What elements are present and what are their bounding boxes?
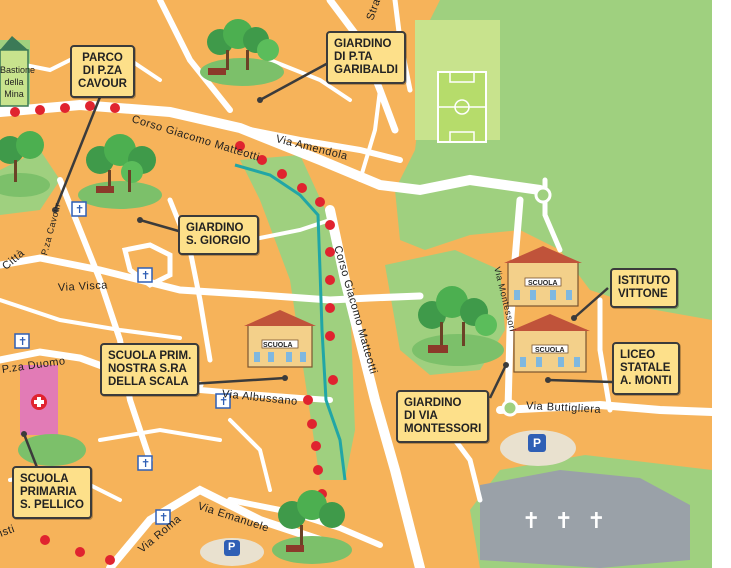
bastione-building [0, 36, 29, 107]
callout-parco-cavour[interactable]: PARCO DI P.ZA CAVOUR [70, 45, 135, 98]
church-markers [14, 201, 231, 525]
bastione-label-line3: Mina [4, 89, 24, 99]
tree-cluster-south [272, 490, 352, 564]
church-cross-3: ✝ [18, 336, 28, 348]
scuola-sign-vittone: SCUOLA [528, 280, 558, 287]
leader-lines [22, 60, 613, 471]
walking-route [10, 101, 338, 565]
school-building-scala [244, 310, 316, 368]
church-cross-2: ✝ [75, 204, 85, 216]
callout-line: LICEO [620, 349, 656, 361]
callout-line: GIARDINO [334, 38, 392, 50]
school-building-vittone [504, 246, 582, 307]
church-cross-5: ✝ [141, 458, 151, 470]
callout-line: GIARDINO [404, 397, 462, 409]
callout-line: PARCO [82, 52, 123, 64]
callout-line: SCUOLA PRIM. [108, 350, 192, 362]
callout-line: GARIBALDI [334, 64, 398, 76]
callout-line: DI VIA [404, 410, 438, 422]
church-cross-4: ✝ [219, 396, 229, 408]
parking-sign-south: P [228, 541, 236, 553]
river [234, 163, 347, 481]
callout-line: S. GIORGIO [186, 235, 251, 247]
callout-line: VITTONE [618, 288, 668, 300]
callout-liceo-monti[interactable]: LICEO STATALE A. MONTI [612, 342, 680, 395]
callout-line: A. MONTI [620, 375, 672, 387]
football-pitch [437, 71, 487, 143]
callout-line: DELLA SCALA [108, 376, 189, 388]
church-cross-6: ✝ [159, 512, 169, 524]
tree-cluster-garibaldi [200, 19, 284, 86]
callout-line: DI P.ZA [82, 65, 123, 77]
bastione-label-line2: della [4, 77, 24, 87]
callout-istituto-vittone[interactable]: ISTITUTO VITTONE [610, 268, 679, 308]
callout-scuola-scala[interactable]: SCUOLA PRIM. NOSTRA S.RA DELLA SCALA [100, 343, 200, 396]
school-building-monti [510, 314, 590, 373]
bastione-label-line1: Bastione [0, 65, 36, 75]
callout-line: S. PELLICO [20, 499, 84, 511]
scuola-sign-scala: SCUOLA [263, 342, 293, 349]
parking-icon-east [500, 430, 576, 466]
callout-line: STATALE [620, 362, 671, 374]
cemetery-area [480, 470, 690, 568]
callout-giardino-garibaldi[interactable]: GIARDINO DI P.TA GARIBALDI [326, 31, 406, 84]
hospital-icon [31, 394, 47, 410]
bastione-label: Bastione della Mina [0, 64, 36, 100]
cemetery-crosses: ✝ ✝ ✝ [522, 508, 610, 533]
callout-line: CAVOUR [78, 78, 127, 90]
callout-line: NOSTRA S.RA [108, 363, 187, 375]
callout-scuola-pellico[interactable]: SCUOLA PRIMARIA S. PELLICO [12, 466, 92, 519]
tree-cluster-pellico [18, 434, 86, 466]
parking-icon-south [200, 538, 264, 566]
scuola-sign-monti: SCUOLA [535, 347, 565, 354]
callout-line: GIARDINO [186, 222, 244, 234]
callout-line: ISTITUTO [618, 275, 671, 287]
callout-giardino-montessori[interactable]: GIARDINO DI VIA MONTESSORI [396, 390, 490, 443]
church-cross-1: ✝ [141, 270, 151, 282]
callout-line: PRIMARIA [20, 486, 77, 498]
callout-line: DI P.TA [334, 51, 373, 63]
callout-giardino-giorgio[interactable]: GIARDINO S. GIORGIO [178, 215, 259, 255]
tree-cluster-west [0, 131, 50, 197]
tree-cluster-cavour [78, 134, 162, 209]
callout-line: MONTESSORI [404, 423, 482, 435]
callout-line: SCUOLA [20, 473, 69, 485]
parking-sign-east: P [533, 436, 542, 450]
tree-cluster-montessori [412, 286, 504, 366]
